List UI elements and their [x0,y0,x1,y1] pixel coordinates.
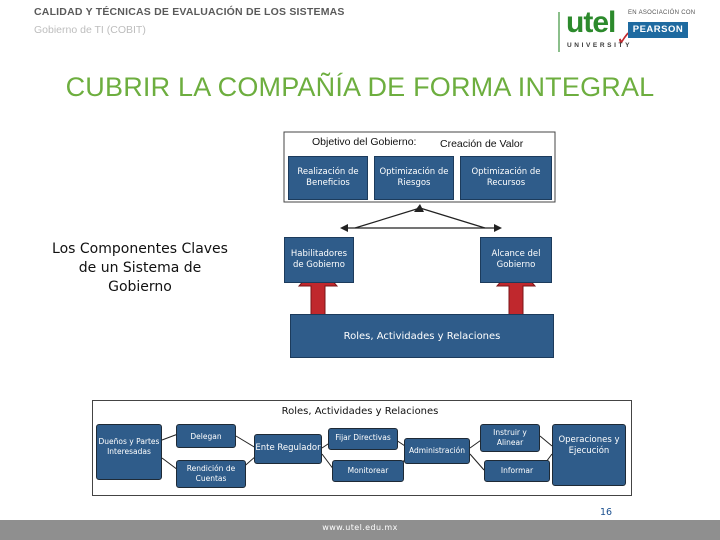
value-creation-label: Creación de Valor [440,138,524,150]
header-divider [558,12,560,52]
logo-brand: utel [566,6,616,39]
footer-bar [0,520,720,540]
components-label: Los Componentes Claves de un Sistema de … [52,241,228,296]
risks-box: Optimización de Riesgos [374,156,454,200]
report-box [484,460,550,482]
accountability-label: Rendición de Cuentas [186,464,236,483]
operations-label: Operaciones y Ejecución [558,435,620,457]
course-subtitle: Gobierno de TI (COBIT) [34,24,146,36]
resources-box: Optimización de Recursos [460,156,552,200]
enablers-box: Habilitadores de Gobierno [284,237,354,283]
line-owners-delegate [161,433,179,441]
delegate-box [176,424,236,448]
slide-title: CUBRIR LA COMPAÑÍA DE FORMA INTEGRAL [65,72,655,102]
arrow-head-left [340,224,348,232]
governing-body-label: Ente Regulador [255,443,321,453]
operations-box [552,424,626,486]
accountability-box [176,460,246,488]
direction-box [328,428,398,450]
delegate-label: Delegan [190,432,222,441]
roles-box: Roles, Actividades y Relaciones [290,314,554,358]
line-accountability-owners [161,457,179,471]
arrow-to-risks-right [419,207,486,229]
pearson-logo: PEARSON [628,22,688,38]
report-label: Informar [500,466,534,475]
management-box [404,438,470,464]
owners-label: Dueños y Partes Interesadas [98,437,160,456]
instruct-box [480,424,540,452]
scope-box: Alcance del Gobierno [480,237,552,283]
owners-box [96,424,162,480]
detail-frame [92,400,632,496]
footer-url[interactable]: www.utel.edu.mx [322,523,398,532]
detail-title: Roles, Actividades y Relaciones [281,406,439,417]
logo-university: UNIVERSITY [567,42,633,49]
arrow-head-up [414,204,424,212]
logo-association: EN ASOCIACIÓN CON [628,10,696,16]
governing-body-box [254,434,322,464]
direction-label: Fijar Directivas [335,433,391,442]
arrow-head-right [494,224,502,232]
line-delegate-body [235,435,257,449]
objective-label: Objetivo del Gobierno: [312,136,417,148]
line-mgmt-report [469,453,485,471]
arrow-to-risks-left [354,207,421,229]
monitor-box [332,460,404,482]
page-number: 16 [600,507,613,518]
monitor-label: Monitorear [347,466,389,475]
course-title: CALIDAD Y TÉCNICAS DE EVALUACIÓN DE LOS … [34,6,345,18]
instruct-label: Instruir y Alinear [493,428,527,447]
line-instruct-ops [539,435,553,447]
management-label: Administración [408,446,466,455]
objective-frame [283,131,556,203]
benefits-box: Realización de Beneficios [288,156,368,200]
